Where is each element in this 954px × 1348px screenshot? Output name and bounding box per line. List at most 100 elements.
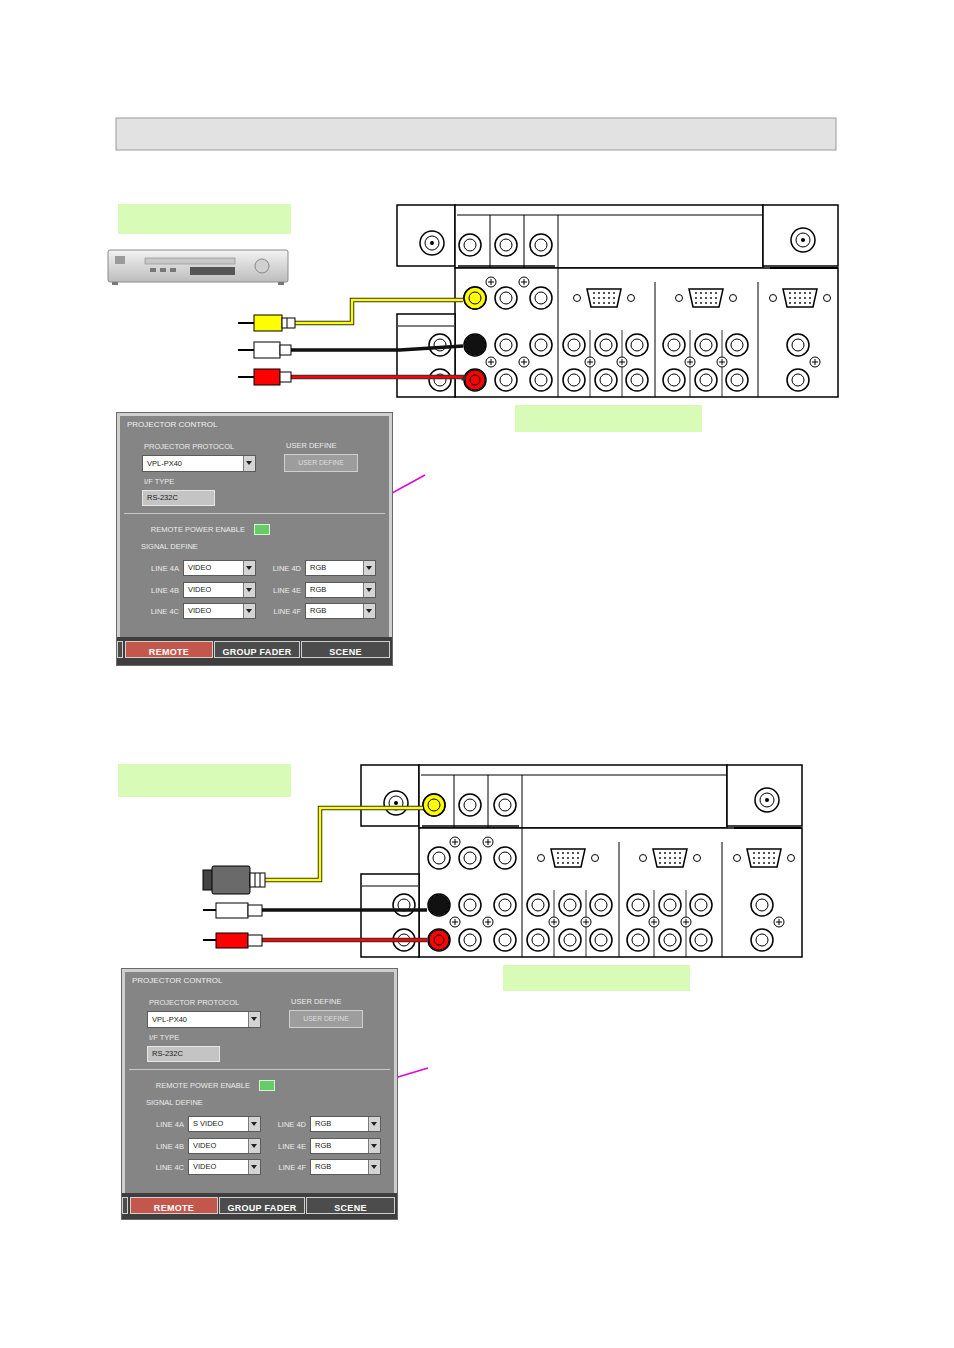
arrow-glyph — [246, 566, 252, 570]
tab-button: REMOTE — [130, 1197, 218, 1214]
signal-dropdown: LINE 4AS VIDEO — [188, 1116, 261, 1132]
dropdown-arrow — [248, 1117, 260, 1131]
audio-jack — [465, 370, 485, 390]
plug-tip — [238, 349, 254, 351]
line-label: LINE 4E — [273, 586, 301, 595]
field-value: RGB — [315, 1117, 331, 1131]
jack-panel — [397, 205, 838, 397]
video-cable — [295, 300, 463, 323]
audio-cable — [290, 377, 464, 380]
field-value: USER DEFINE — [285, 455, 357, 471]
header-bar — [116, 118, 836, 150]
field-value: RGB — [310, 561, 326, 575]
plug-body — [216, 903, 248, 918]
tab-label: REMOTE — [154, 1201, 194, 1216]
svideo-cable — [265, 808, 423, 880]
signal-dropdown: LINE 4ERGB — [305, 582, 376, 598]
plug-collar — [282, 318, 295, 328]
plug-body — [254, 342, 280, 358]
plug-body — [254, 315, 282, 331]
jog-dial — [255, 259, 269, 273]
field-value: USER DEFINE — [290, 1011, 362, 1027]
audio-cable — [290, 376, 463, 379]
separator-line — [124, 513, 385, 514]
signal-dropdown: LINE 4FRGB — [305, 603, 376, 619]
plug-collar — [260, 873, 261, 887]
arrow-glyph — [251, 1165, 257, 1169]
audio-jack — [434, 935, 444, 945]
field-value: RS-232C — [147, 491, 178, 505]
dropdown-arrow — [368, 1160, 380, 1174]
audio-jack — [429, 930, 449, 950]
dvd-player — [108, 250, 288, 285]
field-value: RGB — [310, 604, 326, 618]
signal-dropdown: LINE 4AVIDEO — [183, 560, 256, 576]
plug-tip — [203, 939, 216, 941]
dropdown-arrow — [248, 1160, 260, 1174]
video-cable — [295, 300, 463, 323]
display-window — [190, 267, 235, 275]
label-tag — [503, 965, 690, 991]
arrow-glyph — [246, 461, 252, 465]
arrow-glyph — [371, 1165, 377, 1169]
dropdown-arrow — [368, 1117, 380, 1131]
section-label: SIGNAL DEFINE — [141, 542, 198, 551]
tab-label: SCENE — [329, 645, 362, 660]
plug-tip — [238, 322, 254, 324]
dropdown-arrow — [243, 604, 255, 618]
field-value: RGB — [315, 1139, 331, 1153]
tab-button: GROUP FADER — [214, 641, 300, 658]
audio-cable — [262, 939, 427, 942]
plug-collar — [287, 318, 288, 328]
tab-button: SCENE — [301, 641, 390, 658]
plug-collar — [255, 873, 256, 887]
tab-fragment — [122, 1197, 128, 1214]
line-label: LINE 4F — [278, 1163, 306, 1172]
tab-label: SCENE — [334, 1201, 367, 1216]
dropdown-arrow — [243, 456, 255, 471]
signal-dropdown: LINE 4BVIDEO — [188, 1138, 261, 1154]
audio-jack — [429, 895, 449, 915]
label-tag — [515, 405, 702, 432]
section-label: SIGNAL DEFINE — [146, 1098, 203, 1107]
signal-dropdown: LINE 4CVIDEO — [183, 603, 256, 619]
field-value: VIDEO — [193, 1139, 216, 1153]
svideo-jack — [423, 794, 445, 816]
line-label: LINE 4C — [151, 607, 179, 616]
enable-indicator: REMOTE POWER ENABLE — [254, 524, 270, 535]
field-heading: PROJECTOR PROTOCOL — [144, 442, 234, 451]
plug-collar — [280, 345, 291, 355]
plug-collar — [280, 372, 291, 382]
tab-fragment — [117, 641, 123, 658]
tab-label: GROUP FADER — [222, 645, 291, 660]
dropdown-arrow — [243, 561, 255, 575]
readout-field: I/F TYPERS-232C — [147, 1046, 220, 1062]
video-jack — [469, 292, 481, 304]
line-label: LINE 4D — [273, 564, 301, 573]
tab-button: REMOTE — [125, 641, 213, 658]
readout-field: I/F TYPERS-232C — [142, 490, 215, 506]
plug-body — [216, 933, 248, 948]
button — [160, 268, 166, 272]
field-value: VIDEO — [188, 561, 211, 575]
disabled-button: USER DEFINEUSER DEFINE — [289, 1010, 363, 1028]
arrow-glyph — [366, 588, 372, 592]
player-foot — [112, 282, 118, 285]
line-label: LINE 4D — [278, 1120, 306, 1129]
label-tag — [118, 204, 291, 234]
field-value: VIDEO — [193, 1160, 216, 1174]
field-value: VPL-PX40 — [147, 456, 182, 471]
rca-plug — [203, 903, 262, 948]
field-heading: USER DEFINE — [286, 441, 336, 450]
signal-dropdown: LINE 4FRGB — [310, 1159, 381, 1175]
dropdown-arrow — [248, 1139, 260, 1153]
dropdown-arrow — [363, 583, 375, 597]
dropdown-arrow — [363, 561, 375, 575]
arrow-glyph — [251, 1144, 257, 1148]
field-heading: USER DEFINE — [291, 997, 341, 1006]
line-label: LINE 4B — [151, 586, 179, 595]
player-body — [108, 250, 288, 282]
player-foot — [278, 282, 284, 285]
power-button — [115, 256, 125, 264]
